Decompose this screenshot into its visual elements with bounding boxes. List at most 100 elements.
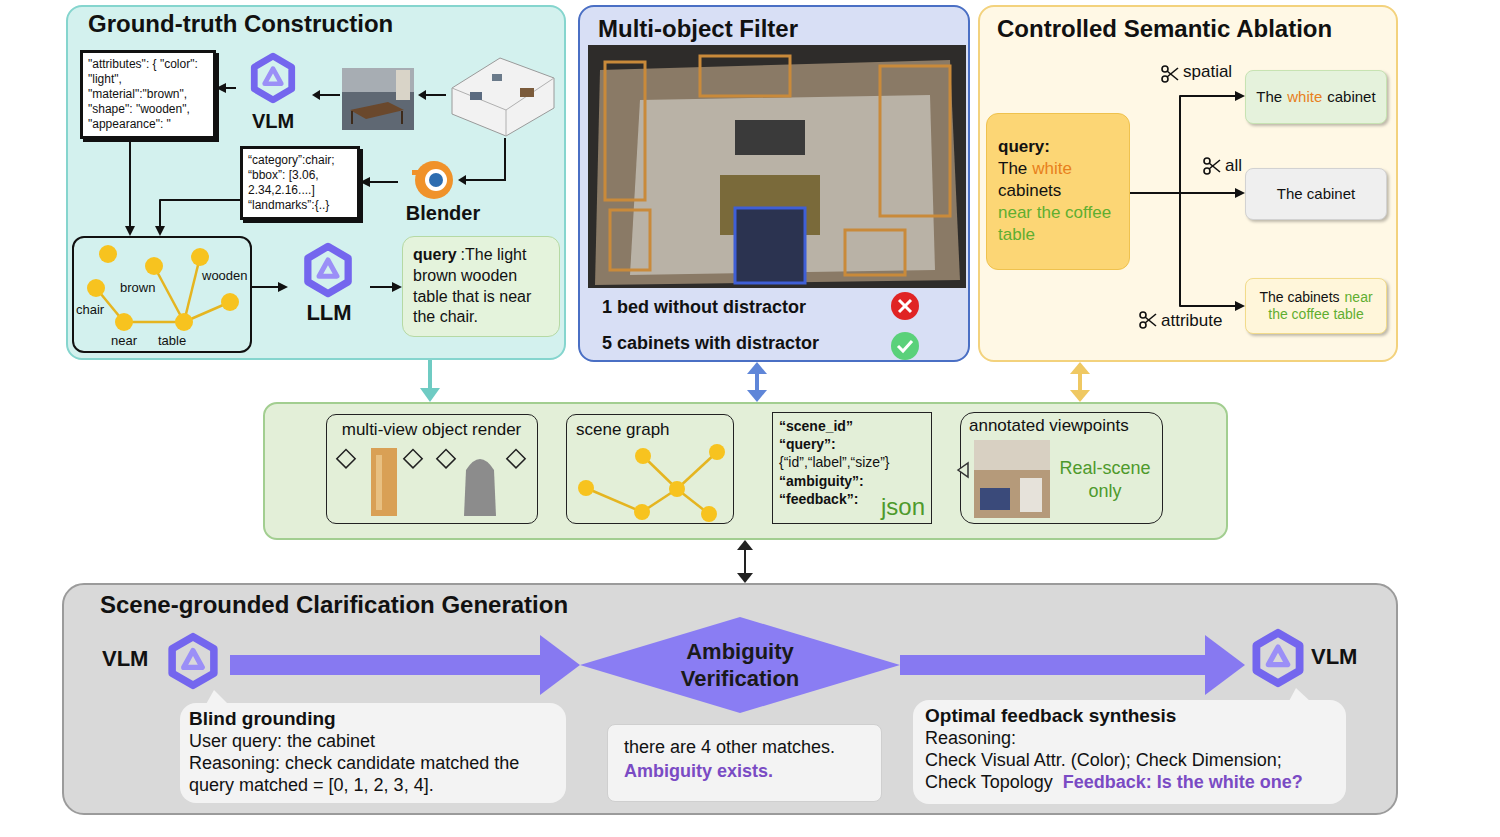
scan-render [610,210,650,270]
node-text: Real-scene only [1053,457,1157,504]
edge-label: attribute [1160,311,1223,331]
node-text: User query: the cabinet [189,730,557,752]
scan-render [588,45,966,288]
object-render [464,459,496,516]
camera-icon [507,450,525,468]
bubble-tail [1288,688,1312,703]
text-slot: near [111,333,137,348]
flow-arrow [424,94,446,96]
scissors-icon [1209,160,1220,169]
model-label: VLM [236,50,310,138]
scan-render [588,45,966,288]
scissors-icon [1145,317,1156,326]
graph-edges [586,452,717,514]
connector [360,177,398,187]
diamond-shape [580,617,900,713]
text-slot: VLM [102,646,148,672]
qwen-logo [1256,633,1299,683]
text-slot: spatial [1182,62,1233,82]
connector-line [1130,192,1237,194]
node-text: table [158,333,186,348]
connector-line [370,286,394,288]
room-render [351,111,353,124]
node-text: white [1032,159,1072,178]
node-text: The [1256,88,1282,105]
arrow-head [1235,91,1245,101]
graph-edges [96,257,230,322]
graph-edges [124,321,184,324]
connector-line [129,139,131,228]
arrow-head [278,282,288,292]
qwen-logo [172,637,214,686]
camera-icon [404,450,422,468]
node-text: Ground-truth Construction [88,10,393,38]
connector [252,282,288,292]
check-mark [898,341,912,351]
edge-label: all [1224,156,1243,176]
tool-label: Blender [398,155,488,235]
text-slot: 1 bed without distractor [602,297,806,318]
connector-line [1130,193,1237,306]
data-item: scene graph [566,414,734,524]
connector-line [744,548,746,575]
node-text: Ambiguity Verification [660,638,820,693]
graph-node [175,313,193,331]
connector-line [230,655,542,675]
graph-node [115,313,133,331]
text-slot: brown [120,280,155,295]
connector [370,282,402,292]
node-text: LLM [288,300,370,326]
graph-node [634,504,650,520]
blender-logo [412,170,424,175]
node-text: 1 bed without distractor [602,297,806,318]
node-text: Optimal feedback synthesis [925,705,1334,727]
node-text: “scene_id” [779,417,925,435]
node-text: chair [76,302,104,317]
node-text: scene graph [576,420,670,440]
connector-line [368,181,398,183]
scan-render [735,208,805,283]
room-render [396,70,410,100]
flow-arrow [312,90,320,100]
arrow-head [392,282,402,292]
text-slot: 5 cabinets with distractor [602,333,819,354]
panel: Ground-truth Construction"attributes": {… [66,5,566,360]
arrow-head [1235,188,1245,198]
node-text: near the coffee table [998,202,1119,246]
viewpoint-image [958,440,1050,518]
scan-render [605,62,645,200]
node-text: cabinet [1327,88,1375,105]
check-mark [891,332,919,360]
connector [155,200,240,236]
node-text: 5 cabinets with distractor [602,333,819,354]
ablated-query: The cabinet [1245,168,1387,220]
node-text: Controlled Semantic Ablation [997,15,1332,43]
arrow-head [747,362,767,374]
text-line: The white cabinet [1251,88,1381,107]
model-label: LLM [288,240,370,335]
house-model [520,88,534,97]
flow-arrow [458,175,466,185]
connector-line [160,200,240,228]
diamond-shape [580,617,900,713]
node-text: white [1287,88,1322,105]
graph-node [578,444,725,522]
scissors-icon [1140,66,1220,328]
node-text: VLM [236,110,310,133]
scissors-icon [1209,163,1220,172]
data-item: multi-view object render [326,414,538,524]
arrow-head [540,635,580,695]
connector [1130,91,1245,193]
node-text: cabinets [998,180,1119,202]
connector [900,635,1245,695]
text-slot: json [881,493,925,521]
arrow-head [155,226,165,236]
room-render [401,111,403,124]
graph-edges [586,488,642,512]
arrow-head [1070,390,1090,402]
node-text: json [881,493,925,521]
data-item: annotated viewpointsReal-scene only [960,412,1163,524]
ablated-query: The white cabinet [1245,70,1387,124]
blender-logo [415,161,453,199]
text-line: The cabinetsnear the coffee table [1251,289,1381,324]
